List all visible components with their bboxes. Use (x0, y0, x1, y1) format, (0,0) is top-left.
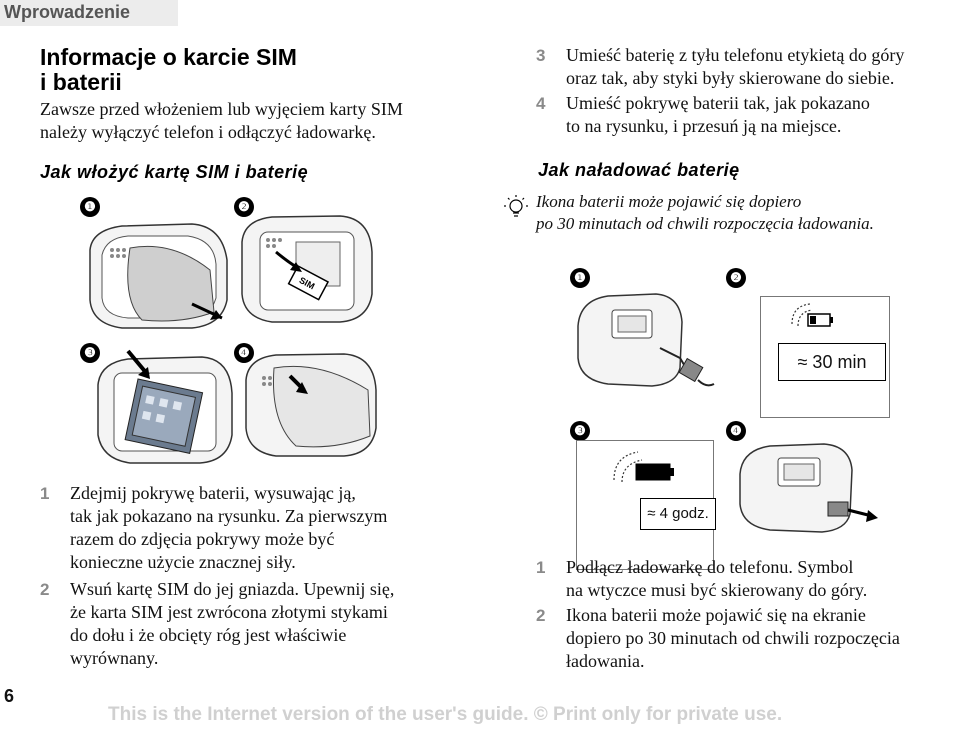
step-number: 3 (536, 46, 546, 65)
phone-back-cover-illustration (89, 223, 228, 329)
lightbulb-icon (504, 195, 528, 217)
marker-3: ❸ (80, 343, 100, 363)
marker-2: ❷ (234, 197, 254, 217)
charging-battery-icon (791, 303, 833, 327)
phone-charger-connect-illustration (577, 293, 715, 387)
step-line: do dołu i że obcięty róg jest właściwie (70, 625, 347, 645)
note-line: Ikona baterii może pojawić się dopiero (536, 192, 802, 211)
sim-subheading: Jak włożyć kartę SIM i baterię (40, 162, 309, 182)
battery-insert-illustration (97, 349, 233, 464)
charge-screen-frame (760, 296, 890, 418)
marker-4: ❹ (726, 421, 746, 441)
step-line: Zdejmij pokrywę baterii, wysuwając ją, (70, 483, 356, 503)
section-header: Wprowadzenie (0, 0, 960, 26)
cover-attach-illustration (245, 353, 377, 457)
charge-note: Ikona baterii może pojawić się dopiero p… (536, 191, 874, 235)
phone-charger-disconnect-illustration (739, 443, 878, 533)
section-title: Wprowadzenie (4, 2, 131, 22)
intro-line1: Zawsze przed włożeniem lub wyjęciem kart… (40, 99, 403, 119)
step-line: Podłącz ładowarkę do telefonu. Symbol (566, 557, 854, 577)
step-line: wyrównany. (70, 648, 159, 668)
marker-3: ❸ (570, 421, 590, 441)
charge-30min-label: ≈ 30 min (778, 343, 886, 381)
step-number: 2 (40, 580, 50, 599)
step-number: 1 (40, 484, 50, 503)
step-line: razem do zdjęcia pokrywy może być (70, 529, 335, 549)
marker-1: ❶ (570, 268, 590, 288)
full-battery-icon (613, 451, 674, 483)
step-line: na wtyczce musi być skierowany do góry. (566, 580, 868, 600)
step-line: ładowania. (566, 651, 645, 671)
step-line: Umieść pokrywę baterii tak, jak pokazano (566, 93, 870, 113)
marker-4: ❹ (234, 343, 254, 363)
step-line: konieczne użycie znacznej siły. (70, 552, 296, 572)
page-title-line2: i baterii (40, 69, 122, 95)
left-step-2: 2 Wsuń kartę SIM do jej gniazda. Upewnij … (40, 578, 470, 670)
charge-4h-label: ≈ 4 godz. (640, 498, 716, 530)
charge-subheading: Jak naładować baterię (538, 160, 740, 180)
intro-line2: należy wyłączyć telefon i odłączyć ładow… (40, 122, 376, 142)
step-line: tak jak pokazano na rysunku. Za pierwszy… (70, 506, 388, 526)
page-title-line1: Informacje o karcie SIM (40, 44, 297, 70)
step-line: Wsuń kartę SIM do jej gniazda. Upewnij s… (70, 579, 395, 599)
right-step-4: 4 Umieść pokrywę baterii tak, jak pokazan… (536, 92, 960, 138)
step-line: że karta SIM jest zwrócona złotymi styka… (70, 602, 388, 622)
step-line: Umieść baterię z tyłu telefonu etykietą … (566, 45, 905, 65)
page-number: 6 (4, 686, 15, 706)
arrow-icon (210, 310, 222, 320)
charge-step-2: 2 Ikona baterii może pojawić się na ekran… (536, 604, 960, 673)
sim-insert-illustration: SIM (241, 215, 373, 323)
footer-notice: This is the Internet version of the user… (108, 704, 783, 725)
charge-step-1: 1 Podłącz ładowarkę do telefonu. Symbol n… (536, 556, 960, 602)
step-number: 2 (536, 606, 546, 625)
marker-2: ❷ (726, 268, 746, 288)
step-line: dopiero po 30 minutach od chwili rozpocz… (566, 628, 900, 648)
marker-1: ❶ (80, 197, 100, 217)
step-number: 1 (536, 558, 546, 577)
right-step-3: 3 Umieść baterię z tyłu telefonu etykietą… (536, 44, 960, 90)
section-header-bar (0, 0, 178, 26)
step-number: 4 (536, 94, 546, 113)
note-line: po 30 minutach od chwili rozpoczęcia ład… (536, 214, 874, 233)
step-line: to na rysunku, i przesuń ją na miejsce. (566, 116, 842, 136)
step-line: oraz tak, aby styki były skierowane do s… (566, 68, 895, 88)
step-line: Ikona baterii może pojawić się na ekrani… (566, 605, 866, 625)
